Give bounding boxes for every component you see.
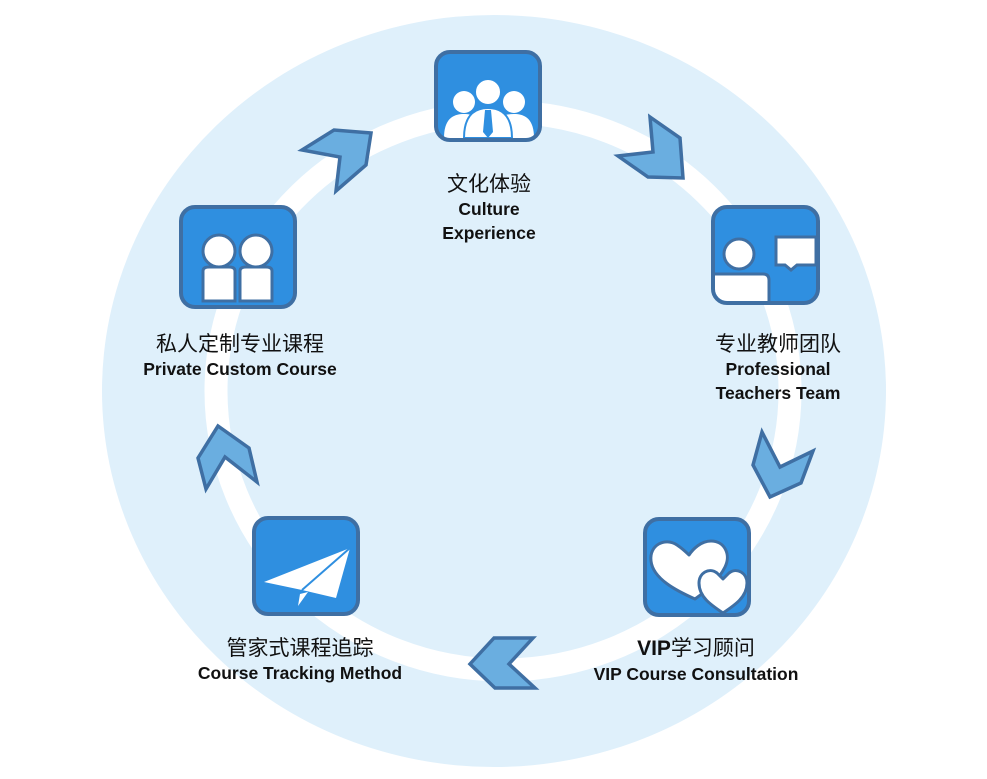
teachers-label-zh: 专业教师团队 <box>715 332 841 356</box>
vip-label: VIP学习顾问 VIP Course Consultation <box>572 635 820 686</box>
arrow-private-to-culture <box>297 128 374 196</box>
teachers-icon-tile <box>711 205 820 305</box>
tracking-label-zh: 管家式课程追踪 <box>226 636 374 660</box>
two-hearts-icon <box>649 539 747 613</box>
arrow-vip-to-tracking <box>467 636 540 690</box>
vip-label-zh-prefix: VIP <box>637 637 671 660</box>
culture-label-en-2: Experience <box>442 223 536 243</box>
teachers-label-en-1: Professional <box>725 359 831 379</box>
two-people-icon <box>201 233 274 303</box>
vip-icon-tile <box>643 517 751 617</box>
private-label-zh: 私人定制专业课程 <box>156 332 324 356</box>
culture-label: 文化体验 Culture Experience <box>394 171 584 245</box>
private-icon-tile <box>179 205 297 309</box>
private-label: 私人定制专业课程 Private Custom Course <box>120 331 360 381</box>
teacher-presentation-icon <box>715 235 816 301</box>
group-of-people-icon <box>444 78 534 138</box>
tracking-label: 管家式课程追踪 Course Tracking Method <box>170 635 430 685</box>
teachers-label-en-2: Teachers Team <box>715 383 841 403</box>
teachers-label: 专业教师团队 Professional Teachers Team <box>683 331 873 405</box>
vip-label-en-1: VIP Course Consultation <box>593 664 799 684</box>
culture-label-zh: 文化体验 <box>447 172 531 196</box>
private-label-en-1: Private Custom Course <box>143 359 337 379</box>
arrow-culture-to-teachers <box>613 113 685 180</box>
paper-plane-icon <box>264 547 351 606</box>
vip-label-zh-text: 学习顾问 <box>670 636 755 660</box>
tracking-label-en-1: Course Tracking Method <box>197 663 403 683</box>
tracking-icon-tile <box>252 516 360 616</box>
culture-icon-tile <box>434 50 542 142</box>
culture-label-en-1: Culture <box>458 199 520 219</box>
arrow-tracking-to-private <box>196 423 260 494</box>
vip-label-zh: VIP学习顾问 <box>572 635 820 662</box>
arrow-teachers-to-vip <box>751 427 817 500</box>
